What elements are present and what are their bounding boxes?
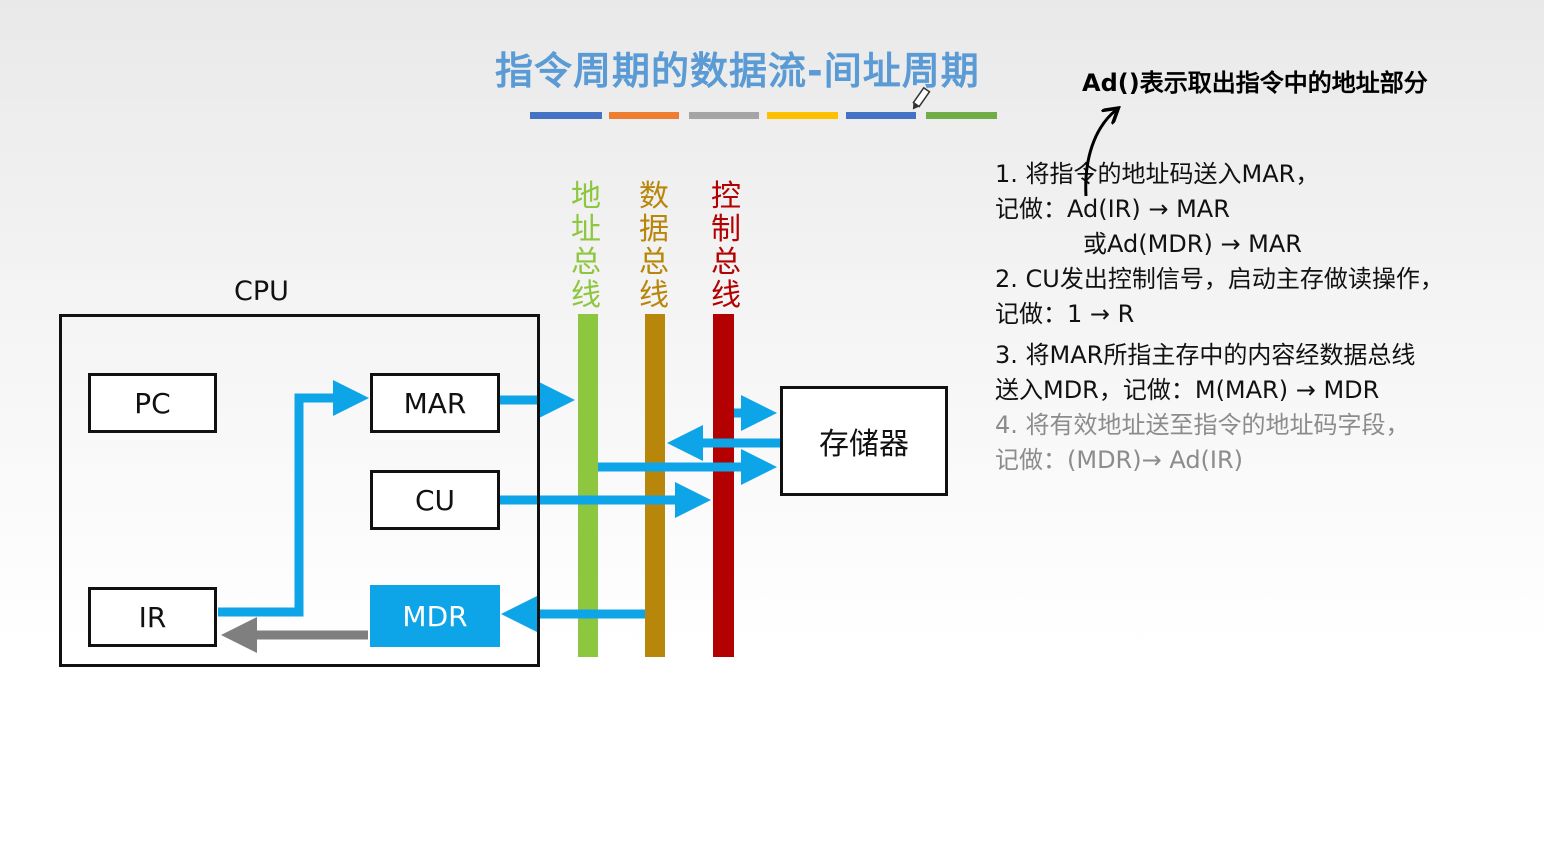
- step-3-text: 3. 将MAR所指主存中的内容经数据总线: [995, 341, 1416, 369]
- memory-box: 存储器: [780, 386, 948, 496]
- title-colorbar-5: [846, 112, 916, 119]
- address-bus: [578, 314, 598, 657]
- data-bus: [645, 314, 665, 657]
- slide-title: 指令周期的数据流-间址周期: [495, 49, 980, 93]
- title-colorbar-4: [767, 112, 838, 119]
- title-colorbar-2: [609, 112, 679, 119]
- mar-register: MAR: [370, 373, 500, 433]
- cpu-frame: [59, 314, 540, 667]
- step-3-notation: 送入MDR，记做：M(MAR) → MDR: [995, 376, 1380, 404]
- step-2-notation: 记做：1 → R: [995, 300, 1135, 328]
- cu-unit: CU: [370, 470, 500, 530]
- step-2-text: 2. CU发出控制信号，启动主存做读操作，: [995, 265, 1444, 293]
- pen-cursor-icon: [912, 86, 931, 110]
- data-bus-label: 数据总线: [639, 179, 669, 313]
- title-colorbar-6: [926, 112, 997, 119]
- title-colorbar-3: [689, 112, 759, 119]
- handdrawn-pointer-arrow: [1084, 110, 1116, 197]
- control-bus-label: 控制总线: [711, 179, 741, 313]
- ir-register: IR: [88, 587, 217, 647]
- cpu-label: CPU: [234, 276, 289, 307]
- title-colorbar-1: [530, 112, 602, 119]
- pc-register: PC: [88, 373, 217, 433]
- address-part-note: Ad()表示取出指令中的地址部分: [1082, 69, 1428, 97]
- ir-to-mar-arrow: [218, 380, 369, 617]
- step-1-text: 1. 将指令的地址码送入MAR，: [995, 160, 1320, 188]
- step-4-notation: 记做：(MDR)→ Ad(IR): [995, 446, 1244, 474]
- step-4-text: 4. 将有效地址送至指令的地址码字段，: [995, 411, 1410, 439]
- step-list: 1. 将指令的地址码送入MAR， 记做：Ad(IR) → MAR 或Ad(MDR…: [995, 157, 1535, 478]
- control-bus: [713, 314, 734, 657]
- step-1-alt-notation: 或Ad(MDR) → MAR: [1083, 230, 1302, 258]
- mdr-register: MDR: [370, 585, 500, 647]
- address-bus-label: 地址总线: [571, 179, 601, 313]
- step-1-notation: 记做：Ad(IR) → MAR: [995, 195, 1230, 223]
